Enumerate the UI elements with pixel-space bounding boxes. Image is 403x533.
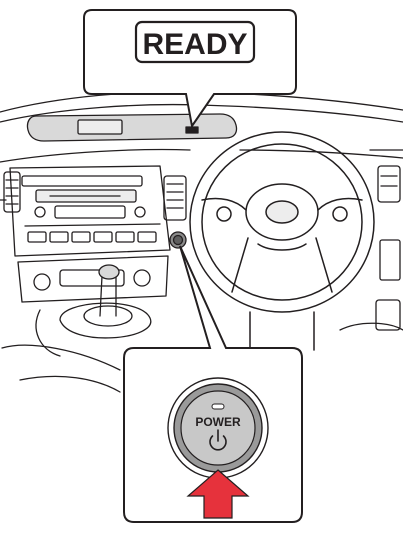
power-indicator-lamp xyxy=(212,404,224,409)
ready-label: READY xyxy=(142,28,247,61)
ready-indicator-light xyxy=(186,127,198,133)
power-button-label: POWER xyxy=(195,415,241,429)
ready-callout: READY xyxy=(84,10,296,126)
power-button: POWER xyxy=(168,378,268,478)
instrument-display-panel xyxy=(27,114,236,141)
power-switch-location xyxy=(170,232,186,248)
steering-wheel xyxy=(190,132,374,350)
center-console xyxy=(4,166,186,256)
power-button-callout: POWER xyxy=(124,246,302,522)
dashboard-lineart xyxy=(0,92,403,392)
